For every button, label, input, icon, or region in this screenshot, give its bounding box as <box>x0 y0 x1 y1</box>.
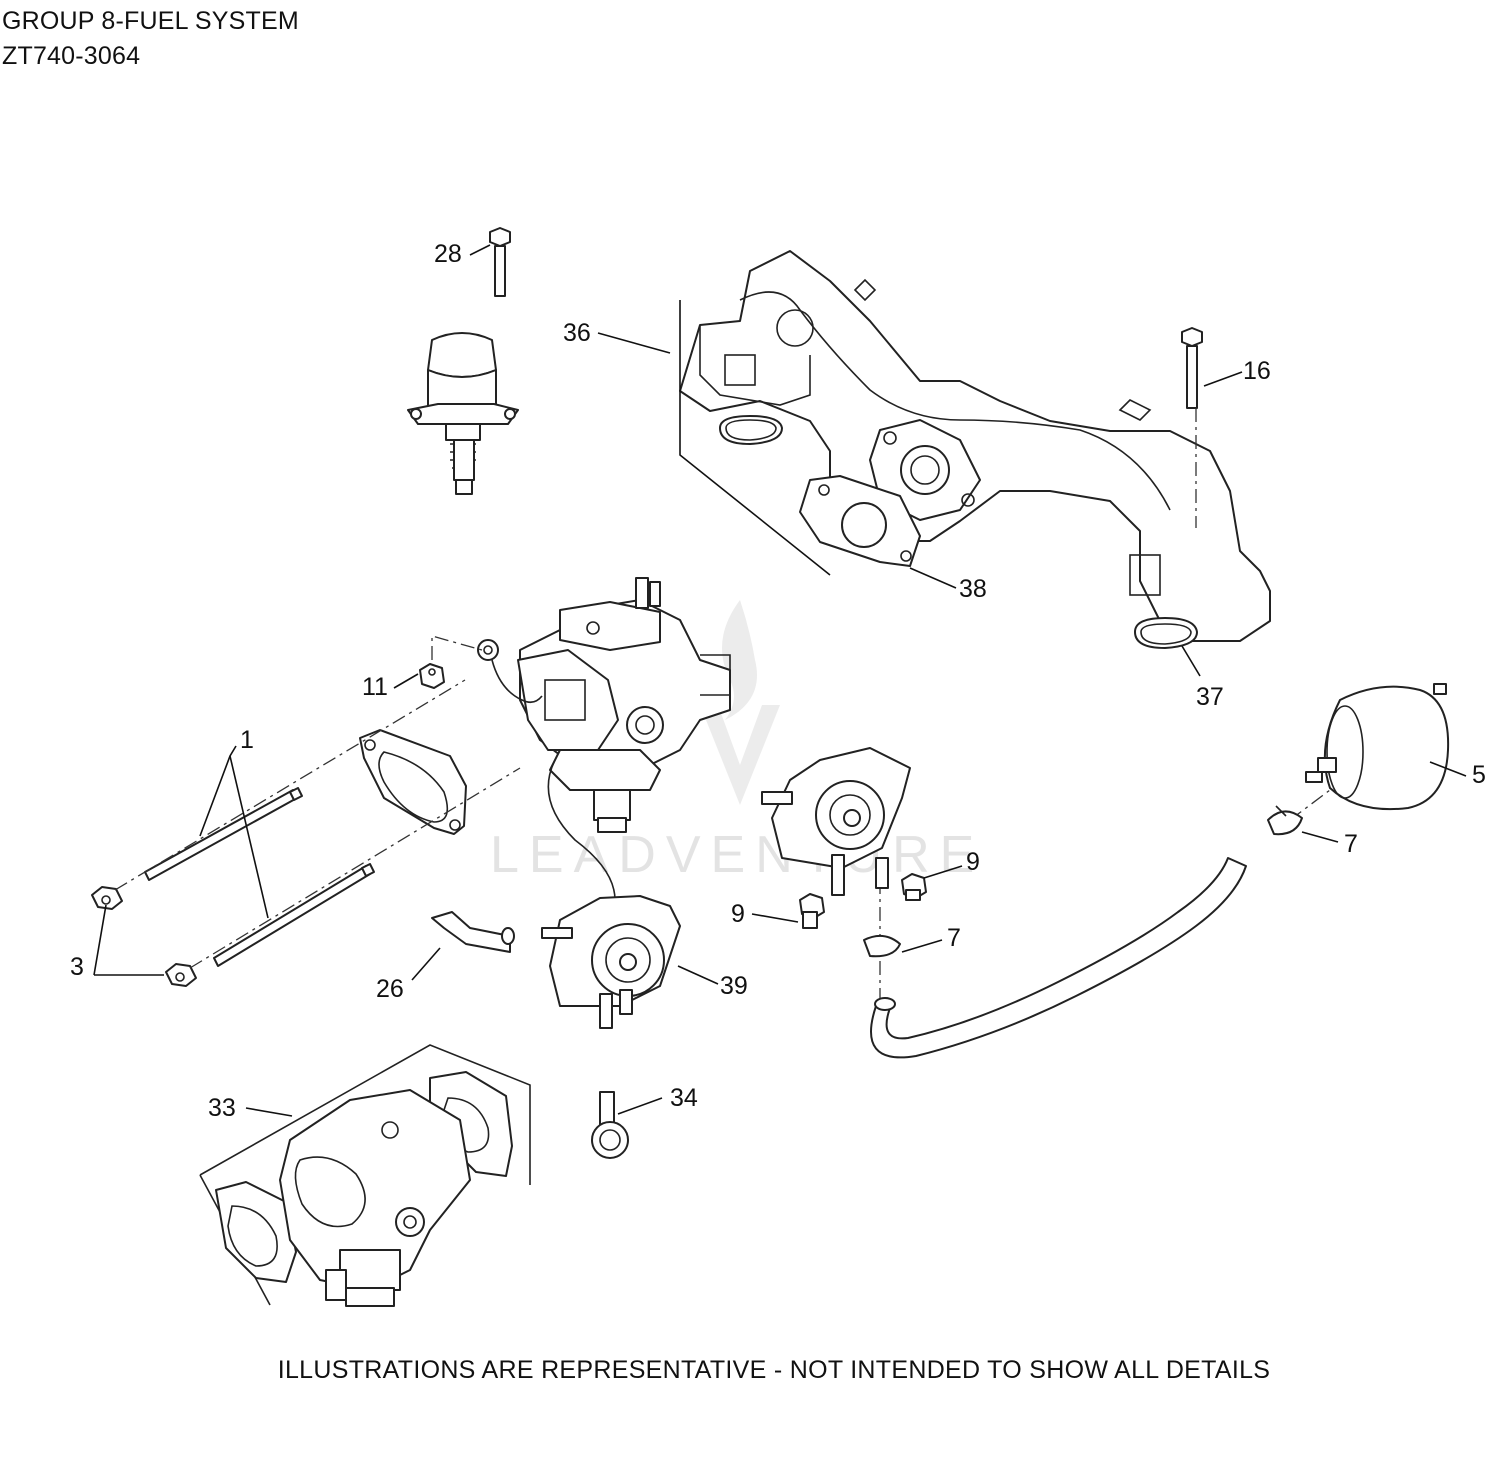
manifold-gasket-upper[interactable] <box>719 415 783 445</box>
callout-labels: 28 36 16 38 37 11 1 5 7 9 9 7 3 26 39 33… <box>70 240 1486 1122</box>
callout-7-lower: 7 <box>947 924 961 952</box>
part-26-fitting[interactable] <box>431 911 515 953</box>
carburetor-assembly[interactable] <box>517 577 731 901</box>
callout-9-left: 9 <box>731 900 745 928</box>
callout-11: 11 <box>362 673 388 701</box>
part-5-fuel-filter[interactable] <box>1305 683 1450 811</box>
callout-28: 28 <box>434 240 462 268</box>
part-38-gasket[interactable] <box>799 475 921 567</box>
callout-39: 39 <box>720 972 748 1000</box>
disclaimer-note: ILLUSTRATIONS ARE REPRESENTATIVE - NOT I… <box>277 1356 1271 1384</box>
callout-36: 36 <box>563 319 591 347</box>
callout-9-right: 9 <box>966 848 980 876</box>
part-34-clip[interactable] <box>591 1091 629 1159</box>
part-7-clamp-upper[interactable] <box>1267 805 1303 836</box>
watermark: LEADVENTURE <box>490 600 974 884</box>
callout-5: 5 <box>1472 761 1486 789</box>
part-9-bolt-left[interactable] <box>799 893 825 929</box>
part-3-nuts[interactable] <box>91 886 197 987</box>
model-number: ZT740-3064 <box>2 42 141 70</box>
ground-wire[interactable] <box>477 639 543 704</box>
fuel-pump-bracket[interactable] <box>761 747 911 896</box>
leader-lines <box>93 244 1467 1117</box>
callout-7-upper: 7 <box>1344 830 1358 858</box>
callout-3: 3 <box>70 953 84 981</box>
diagram-title: GROUP 8-FUEL SYSTEM <box>2 7 299 35</box>
part-37-gasket[interactable] <box>1134 617 1198 649</box>
part-1-studs[interactable] <box>144 787 375 967</box>
carburetor-gasket[interactable] <box>359 729 467 835</box>
part-39-fuel-pump[interactable] <box>541 895 681 1029</box>
callout-16: 16 <box>1243 357 1271 385</box>
callout-33: 33 <box>208 1094 236 1122</box>
callout-37: 37 <box>1196 683 1224 711</box>
callout-1: 1 <box>240 726 254 754</box>
callout-26: 26 <box>376 975 404 1003</box>
idle-actuator[interactable] <box>407 332 519 495</box>
part-33-carburetor-kit[interactable] <box>199 1044 531 1307</box>
part-28-bolt[interactable] <box>489 227 511 297</box>
part-7-clamp-lower[interactable] <box>863 934 901 958</box>
callout-38: 38 <box>959 575 987 603</box>
part-11-nut[interactable] <box>419 663 445 689</box>
part-9-bolt-right[interactable] <box>901 873 927 901</box>
part-16-bolt[interactable] <box>1181 327 1203 409</box>
fuel-hose[interactable] <box>870 857 1247 1059</box>
callout-34: 34 <box>670 1084 698 1112</box>
